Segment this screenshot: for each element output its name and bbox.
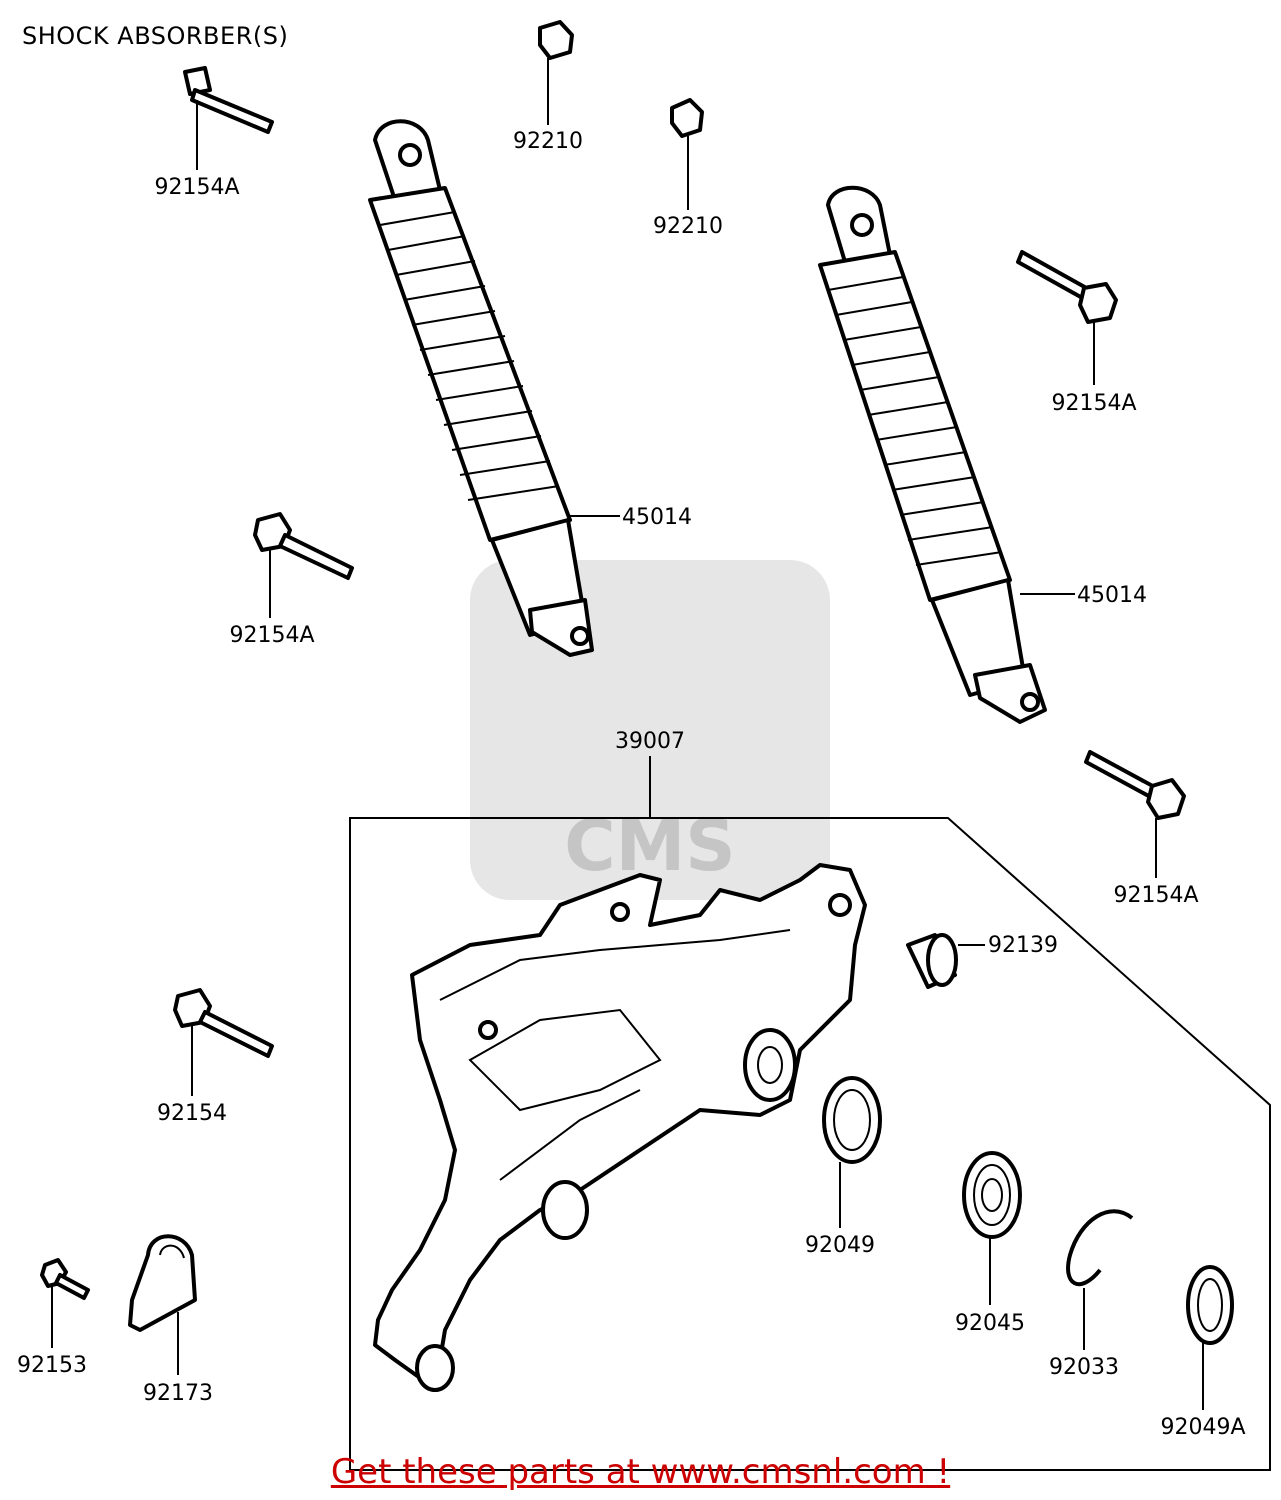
label-92154[interactable]: 92154 [157, 1101, 227, 1126]
label-39007[interactable]: 39007 [615, 729, 685, 754]
label-92139[interactable]: 92139 [988, 933, 1058, 958]
assembly-frame [349, 817, 1271, 1471]
label-92154A-left-mid[interactable]: 92154A [229, 623, 314, 648]
collar-92139[interactable] [906, 933, 985, 989]
bolt-92153[interactable] [40, 1258, 90, 1348]
label-92045[interactable]: 92045 [955, 1311, 1025, 1336]
nut-92210-top[interactable] [538, 20, 574, 125]
label-92153[interactable]: 92153 [17, 1353, 87, 1378]
label-92154A-right-lower[interactable]: 92154A [1113, 883, 1198, 908]
bolt-92154A-left-mid[interactable] [253, 512, 354, 618]
seal-92049[interactable] [822, 1076, 882, 1228]
clamp-92173[interactable] [128, 1234, 197, 1375]
cmsnl-link[interactable]: Get these parts at www.cmsnl.com ! [330, 1452, 951, 1492]
page-title: SHOCK ABSORBER(S) [22, 22, 289, 50]
shock-absorber-left[interactable] [368, 119, 620, 657]
label-45014-right[interactable]: 45014 [1077, 583, 1147, 608]
nut-92210-second[interactable] [670, 98, 704, 210]
label-92049[interactable]: 92049 [805, 1233, 875, 1258]
circlip-92033[interactable] [1066, 1209, 1134, 1350]
label-92033[interactable]: 92033 [1049, 1355, 1119, 1380]
bearing-92045[interactable] [962, 1151, 1022, 1305]
bracket-39007[interactable] [373, 863, 867, 1392]
shock-absorber-right[interactable] [818, 185, 1075, 724]
label-92173[interactable]: 92173 [143, 1381, 213, 1406]
bolt-92154-left-lower[interactable] [173, 988, 274, 1096]
label-92210-top[interactable]: 92210 [513, 129, 583, 154]
bolt-92154A-top-left[interactable] [183, 66, 274, 170]
label-92154A-right-upper[interactable]: 92154A [1051, 391, 1136, 416]
bolt-92154A-right-upper[interactable] [1016, 250, 1118, 385]
bolt-92154A-right-lower[interactable] [1084, 750, 1186, 878]
seal-92049A[interactable] [1186, 1265, 1234, 1410]
label-92154A-top-left[interactable]: 92154A [154, 175, 239, 200]
label-92049A[interactable]: 92049A [1160, 1415, 1245, 1440]
label-45014-left[interactable]: 45014 [622, 505, 692, 530]
label-92210-second[interactable]: 92210 [653, 214, 723, 239]
